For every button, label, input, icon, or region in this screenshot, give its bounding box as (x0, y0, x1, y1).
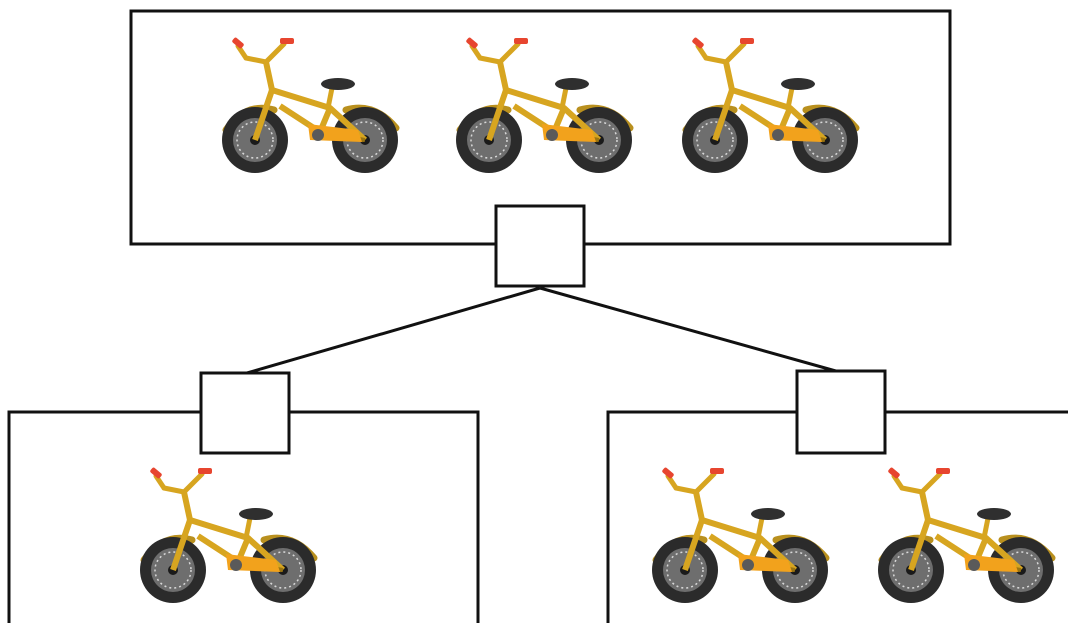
whole-answer-box[interactable] (494, 204, 586, 288)
left-part-answer-box[interactable] (199, 371, 291, 455)
left-connector-line (246, 286, 541, 375)
right-part-answer-box[interactable] (795, 369, 887, 455)
right-connector-line (539, 286, 844, 375)
